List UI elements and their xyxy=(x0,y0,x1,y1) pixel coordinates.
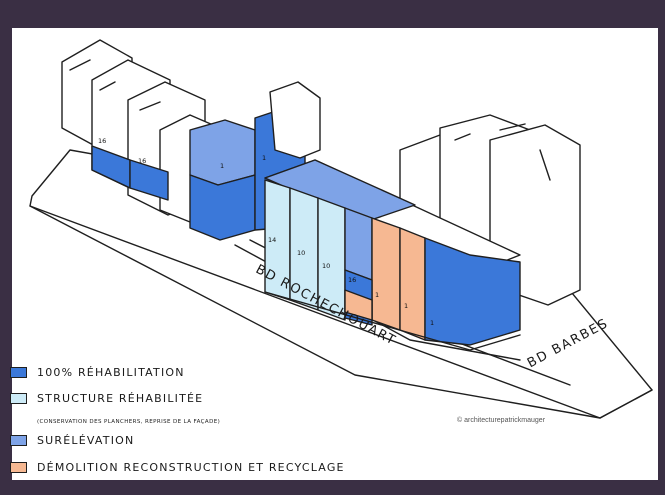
building-roof-detail xyxy=(69,59,161,111)
floor-label: 14 xyxy=(268,236,276,244)
floor-label: 1 xyxy=(262,154,266,162)
legend-swatch xyxy=(10,392,27,404)
rehab-center-a xyxy=(189,174,256,241)
demolition-bar-5 xyxy=(371,217,401,331)
image-credit: © architecturepatrickmauger xyxy=(457,417,546,424)
surelevation-center-a xyxy=(189,119,256,186)
legend-item-surelevation: SURÉLÉVATION xyxy=(10,431,134,449)
floor-label: 10 xyxy=(297,249,305,257)
legend-item-demolition: DÉMOLITION RECONSTRUCTION ET RECYCLAGE xyxy=(10,458,345,476)
floor-label: 16 xyxy=(348,276,356,284)
building-right-detail xyxy=(454,123,551,181)
floor-labels: 16 16 1 1 14 10 10 16 1 1 1 xyxy=(98,137,434,327)
legend-item-rehabilitation: 100% RÉHABILITATION xyxy=(10,363,185,381)
demolition-bar-6 xyxy=(399,227,426,341)
legend-label: STRUCTURE RÉHABILITÉE xyxy=(37,391,204,405)
bar-base xyxy=(264,291,521,351)
structure-bar-3 xyxy=(317,197,346,321)
legend-swatch xyxy=(10,434,27,446)
floor-label: 1 xyxy=(404,302,408,310)
slab-edge xyxy=(29,205,653,419)
demolition-lower xyxy=(344,289,373,321)
floor-label: 1 xyxy=(375,291,379,299)
legend-label: 100% RÉHABILITATION xyxy=(37,365,185,379)
legend-note: (CONSERVATION DES PLANCHERS, REPRISE DE … xyxy=(37,419,221,425)
floor-label: 16 xyxy=(138,157,146,165)
floor-label: 1 xyxy=(220,162,224,170)
legend-item-structure: STRUCTURE RÉHABILITÉE xyxy=(10,389,203,407)
surelevation-bar-4 xyxy=(344,207,373,281)
rehab-bar-end xyxy=(424,237,521,346)
legend-label: SURÉLÉVATION xyxy=(37,433,135,447)
blue-block-left-b xyxy=(129,159,169,201)
legend-swatch xyxy=(10,366,27,378)
legend-swatch xyxy=(10,461,27,473)
floor-label: 1 xyxy=(430,319,434,327)
legend-label: DÉMOLITION RECONSTRUCTION ET RECYCLAGE xyxy=(37,460,345,474)
floor-label: 10 xyxy=(322,262,330,270)
floor-label: 16 xyxy=(98,137,106,145)
building-center-top xyxy=(269,81,321,159)
